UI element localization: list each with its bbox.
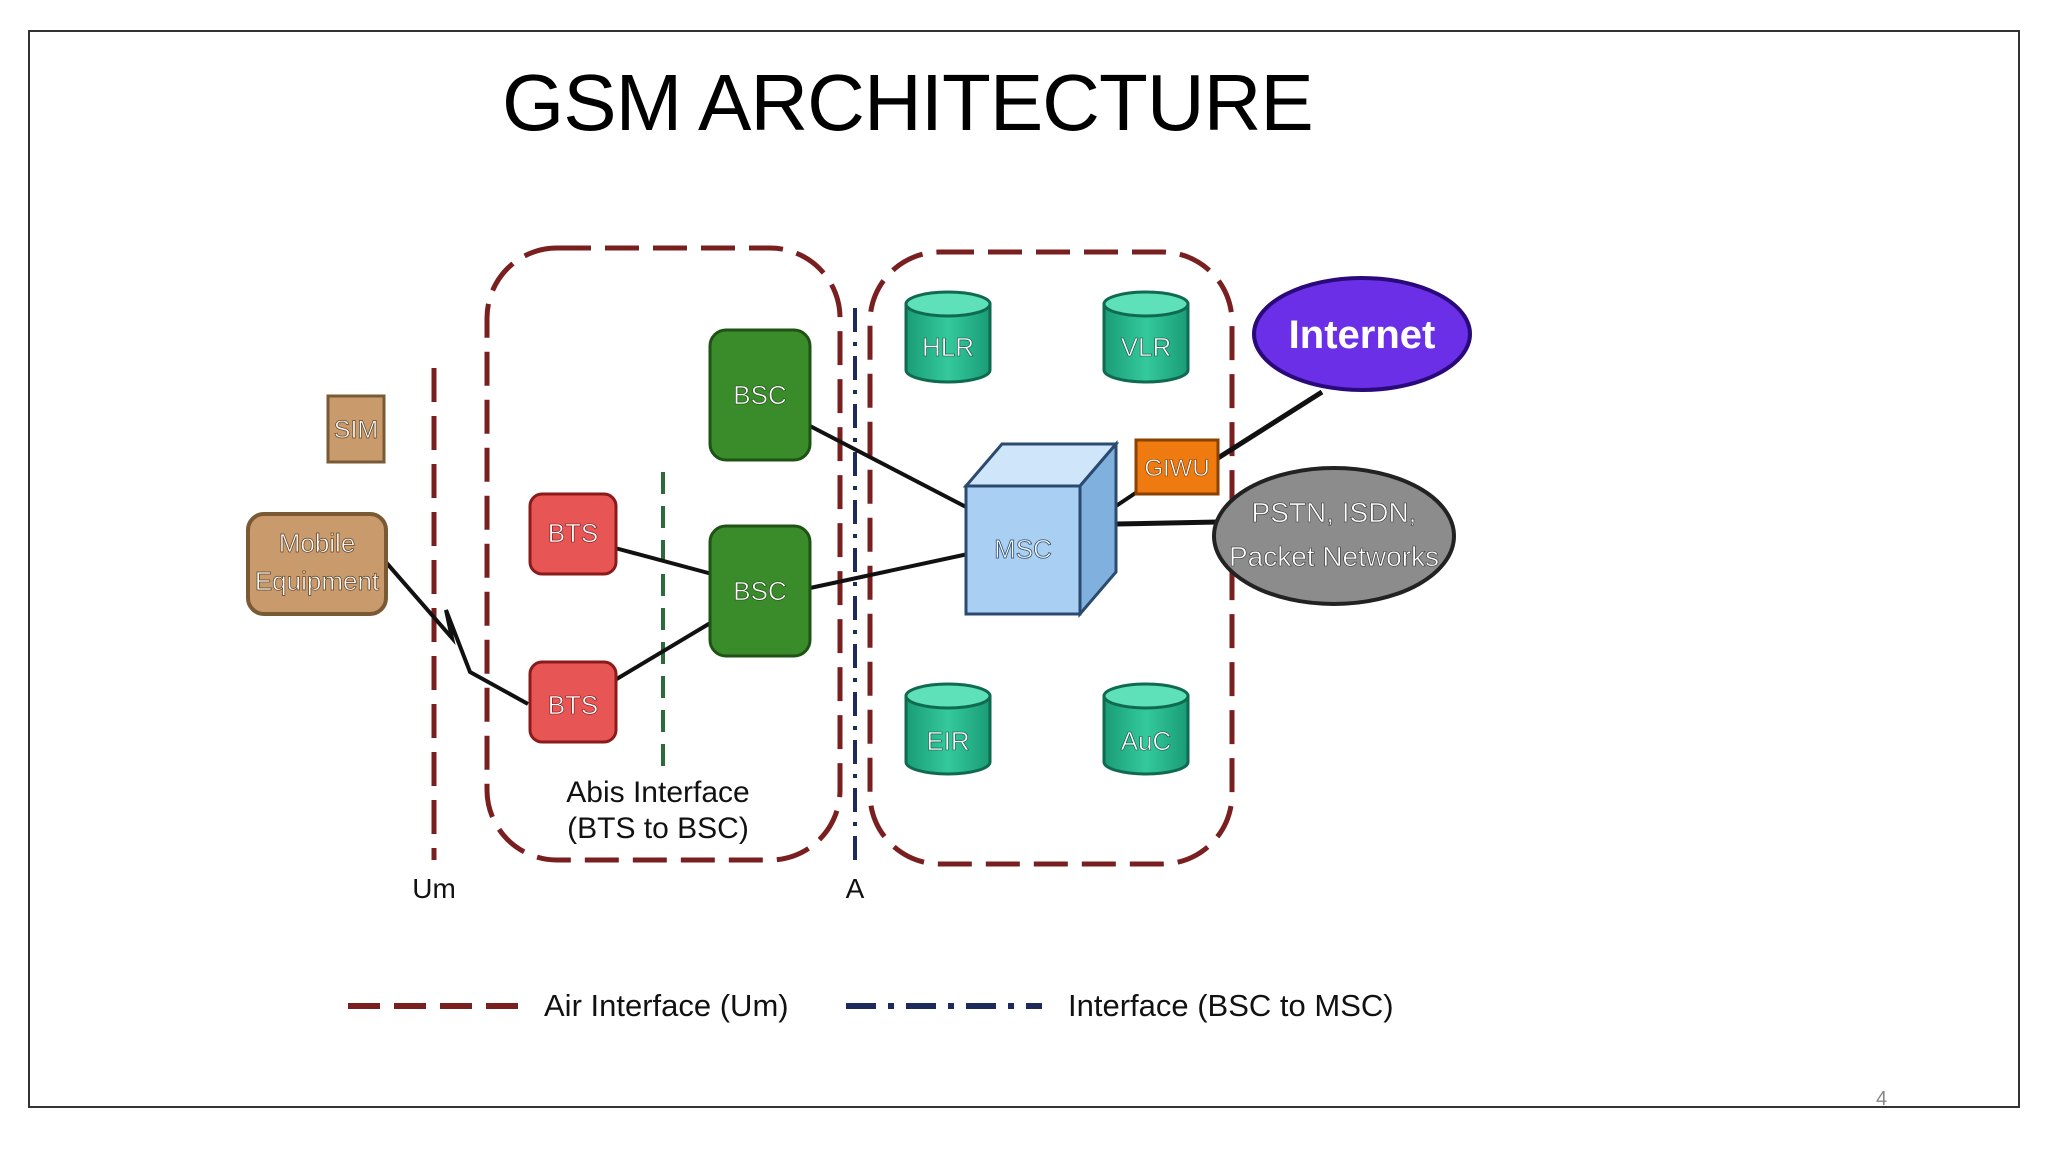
nss-boundary [867, 249, 1235, 867]
link-bts-top-bsc [614, 546, 713, 576]
hlr-database: HLR [904, 290, 992, 384]
giwu-node: GIWU [1134, 438, 1220, 496]
eir-database: EIR [904, 682, 992, 776]
internet-node: Internet [1252, 276, 1472, 392]
vlr-label: VLR [1121, 332, 1172, 362]
bsc-bottom-label: BSC [733, 576, 786, 606]
a-label: A [846, 873, 865, 904]
mobile-equipment-label-line1: Mobile [279, 528, 356, 558]
legend-air-label: Air Interface (Um) [544, 988, 789, 1023]
link-bsc-top-msc [809, 424, 969, 510]
slide-title: GSM ARCHITECTURE [502, 58, 1314, 147]
hlr-label: HLR [922, 332, 974, 362]
bts-bottom-node: BTS [528, 660, 618, 744]
mobile-equipment-node: Mobile Equipment [246, 512, 388, 616]
legend-bsc-msc-label: Interface (BSC to MSC) [1068, 988, 1394, 1023]
auc-label: AuC [1121, 726, 1172, 756]
link-msc-pstn [1115, 519, 1219, 527]
eir-label: EIR [926, 726, 969, 756]
bsc-bottom-node: BSC [708, 524, 812, 658]
link-bsc-bottom-msc [809, 552, 969, 590]
mobile-equipment-label-line2: Equipment [255, 566, 380, 596]
abis-interface-label-line1: Abis Interface [566, 776, 749, 809]
bts-top-label: BTS [548, 518, 599, 548]
bts-bottom-label: BTS [548, 690, 599, 720]
um-label: Um [412, 873, 456, 904]
pstn-node: PSTN, ISDN, Packet Networks [1212, 466, 1456, 606]
sim-label: SIM [334, 416, 378, 444]
pstn-label-line2: Packet Networks [1229, 541, 1439, 572]
link-bts-bottom-bsc [613, 620, 714, 682]
vlr-database: VLR [1102, 290, 1190, 384]
radio-link [382, 558, 529, 706]
giwu-label: GIWU [1144, 455, 1209, 482]
page-number: 4 [1876, 1088, 1888, 1110]
sim-node: SIM [326, 394, 386, 464]
internet-label: Internet [1289, 313, 1436, 357]
bss-boundary [484, 245, 843, 863]
legend: Air Interface (Um) Interface (BSC to MSC… [348, 988, 1394, 1023]
abis-interface-label-line2: (BTS to BSC) [567, 812, 749, 845]
msc-node: MSC [962, 439, 1120, 619]
bts-top-node: BTS [528, 492, 618, 576]
auc-database: AuC [1102, 682, 1190, 776]
pstn-label-line1: PSTN, ISDN, [1252, 497, 1417, 528]
link-giwu-internet [1216, 389, 1324, 461]
bsc-top-node: BSC [708, 328, 812, 462]
bsc-top-label: BSC [733, 380, 786, 410]
msc-label: MSC [994, 534, 1052, 564]
